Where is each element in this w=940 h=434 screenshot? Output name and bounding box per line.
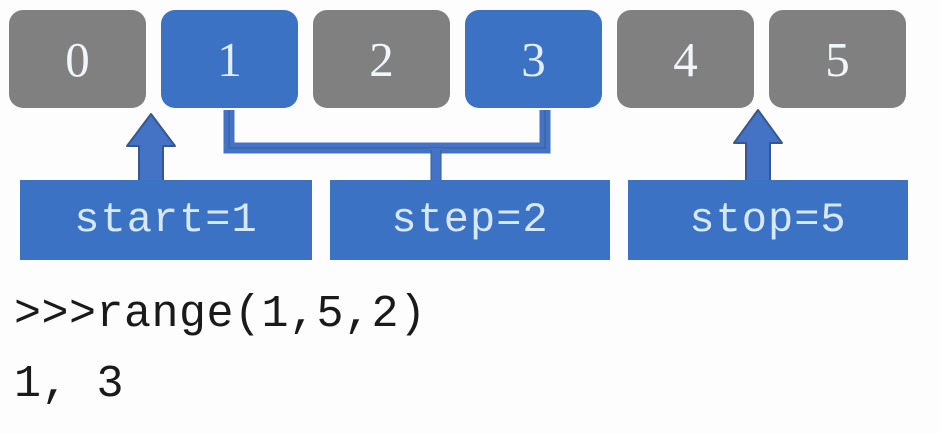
index-box-2: 2 <box>313 10 450 108</box>
index-box-label: 4 <box>673 31 698 87</box>
start-arrow-icon <box>126 113 176 183</box>
stop-arrow-icon <box>733 109 783 183</box>
index-box-4: 4 <box>617 10 754 108</box>
console-prompt-line: >>>range(1,5,2) <box>14 289 427 340</box>
param-label: stop=5 <box>689 196 847 244</box>
param-box-step: step=2 <box>330 180 610 260</box>
index-box-3: 3 <box>465 10 602 108</box>
index-box-0: 0 <box>9 10 146 108</box>
index-box-label: 3 <box>521 31 546 87</box>
param-box-stop: stop=5 <box>628 180 908 260</box>
index-box-5: 5 <box>769 10 906 108</box>
index-box-label: 5 <box>825 31 850 87</box>
step-bracket-icon <box>223 110 551 184</box>
index-box-label: 0 <box>65 31 90 87</box>
index-box-label: 1 <box>217 31 242 87</box>
console-output-line: 1, 3 <box>14 359 125 410</box>
param-label: start=1 <box>74 196 258 244</box>
param-box-start: start=1 <box>20 180 312 260</box>
index-box-1: 1 <box>161 10 298 108</box>
param-label: step=2 <box>391 196 549 244</box>
index-box-label: 2 <box>369 31 394 87</box>
